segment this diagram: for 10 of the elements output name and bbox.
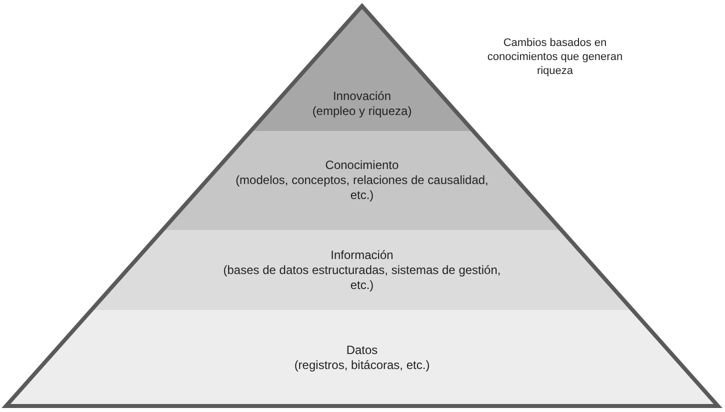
level-title: Conocimiento	[325, 158, 399, 173]
level-description: (registros, bitácoras, etc.)	[294, 358, 430, 373]
level-description: (bases de datos estructuradas, sistemas de gestión, etc.)	[222, 262, 502, 292]
level-title: Datos	[346, 343, 378, 358]
side-note: Cambios basados en conocimientos que generan riqueza	[486, 36, 624, 78]
level-title: Información	[330, 248, 394, 262]
pyramid-level	[162, 131, 562, 230]
level-description: (modelos, conceptos, relaciones de causalidad, etc.)	[234, 173, 490, 203]
level-description: (empleo y riqueza)	[312, 104, 412, 119]
level-title: Innovación	[332, 89, 392, 104]
